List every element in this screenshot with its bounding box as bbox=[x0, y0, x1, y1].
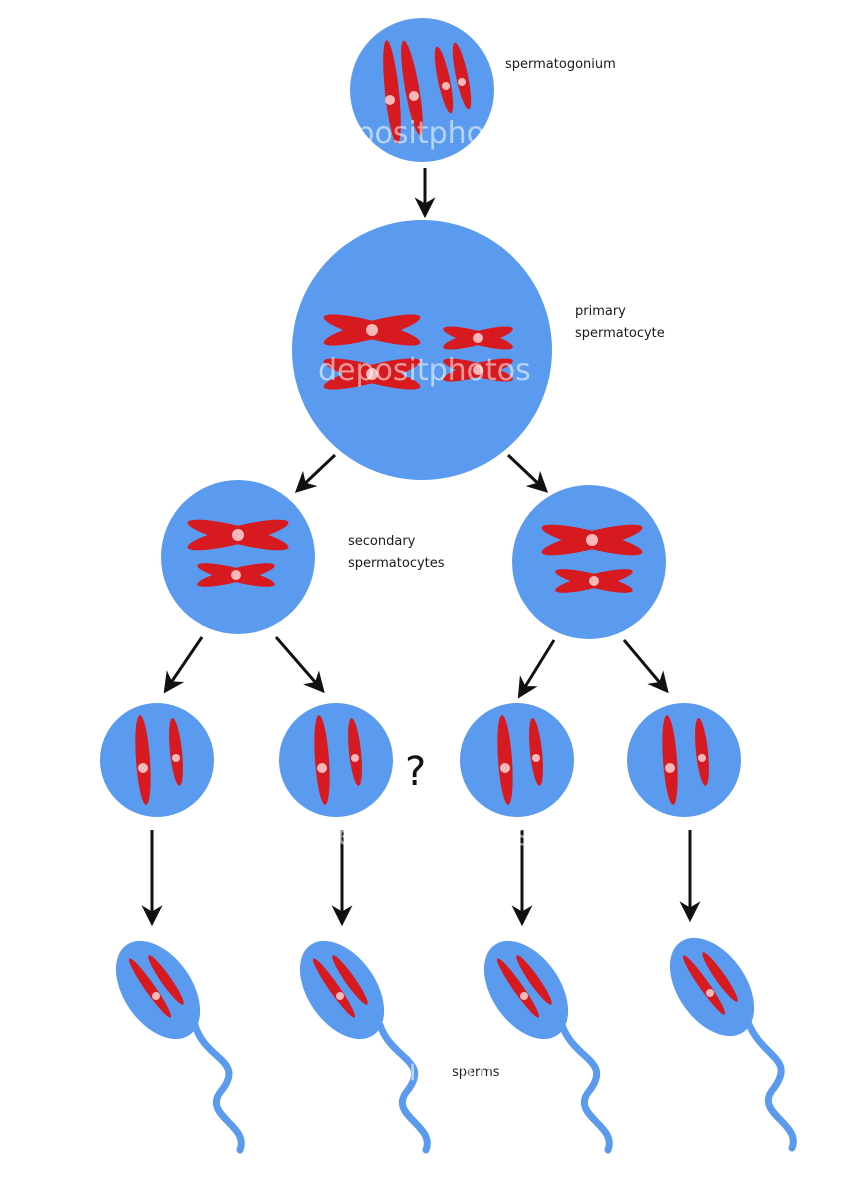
spermatid-2 bbox=[279, 703, 393, 817]
sperm-3 bbox=[483, 940, 613, 1154]
spermatogonium-chromosomes bbox=[383, 40, 472, 144]
spermatogonium-cell bbox=[350, 18, 494, 162]
sperm-4 bbox=[669, 937, 797, 1152]
arrow-to-spermatid-4 bbox=[622, 639, 669, 694]
primary-spermatocyte-cell bbox=[292, 220, 552, 480]
primary-spermatocyte-label-line1: primary bbox=[575, 304, 626, 319]
sperm-1 bbox=[115, 940, 245, 1154]
arrow-to-secondary-right bbox=[506, 453, 549, 493]
arrow-to-spermatid-2 bbox=[274, 636, 325, 694]
arrow-to-secondary-left bbox=[294, 453, 337, 493]
primary-spermatocyte-label-line2: spermatocyte bbox=[575, 326, 665, 341]
secondary-spermatocyte-right bbox=[512, 485, 666, 639]
arrow-to-spermatid-3 bbox=[517, 639, 556, 699]
watermark-lower: depositphotos bbox=[318, 818, 531, 853]
arrow-to-spermatid-1 bbox=[163, 636, 204, 694]
spermatid-1 bbox=[100, 703, 214, 817]
sperms-label: sperms bbox=[452, 1065, 500, 1080]
sperm-2 bbox=[299, 940, 431, 1154]
watermark-middle: depositphotos bbox=[318, 353, 531, 388]
watermark-bottom: depositphotos bbox=[318, 1053, 531, 1088]
spermatogonium-label: spermatogonium bbox=[505, 57, 616, 72]
watermark-top: depositphotos bbox=[318, 116, 531, 151]
secondary-spermatocyte-left bbox=[161, 480, 315, 634]
secondary-spermatocytes-label-line2: spermatocytes bbox=[348, 556, 445, 571]
question-mark: ? bbox=[405, 749, 426, 795]
spermatid-3 bbox=[460, 703, 574, 817]
spermatid-4 bbox=[627, 703, 741, 817]
secondary-spermatocytes-label-line1: secondary bbox=[348, 534, 416, 549]
